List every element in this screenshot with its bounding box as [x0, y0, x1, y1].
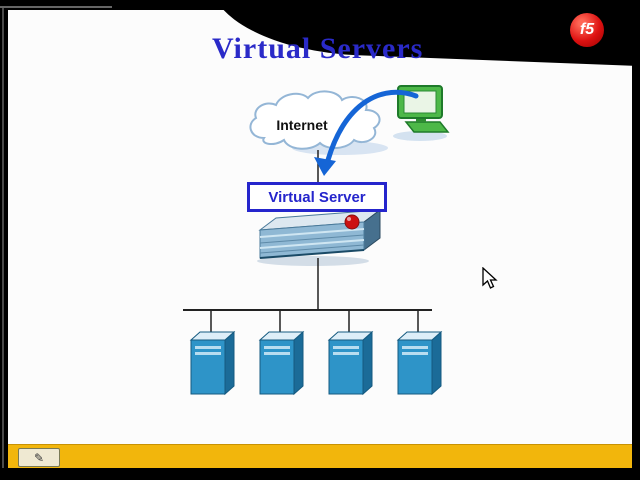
internet-cloud: [249, 90, 381, 150]
f5-logo-text: f5: [579, 21, 595, 38]
server-tower: [189, 330, 236, 396]
computer-shadow: [393, 131, 447, 141]
frame-edge-left: [2, 8, 4, 468]
f5-logo: f5: [570, 13, 604, 47]
internet-label: Internet: [276, 117, 328, 133]
f5-ball-icon: [344, 214, 360, 230]
pen-icon: ✎: [33, 450, 45, 465]
virtual-server-box: Virtual Server: [247, 182, 387, 212]
frame-edge-top: [0, 6, 112, 8]
connection-arrow-icon: [314, 89, 419, 176]
server-tower: [396, 330, 443, 396]
server-tower: [258, 330, 305, 396]
mouse-cursor-icon: [482, 267, 498, 289]
network-diagram: [183, 85, 450, 396]
virtual-server-label: Virtual Server: [268, 188, 366, 206]
pen-tool-button[interactable]: ✎: [18, 448, 60, 467]
slide: Virtual Servers f5: [8, 10, 632, 444]
bottom-bar: ✎: [8, 444, 632, 468]
slide-title: Virtual Servers: [212, 32, 424, 65]
server-tower: [327, 330, 374, 396]
bigip-appliance: [257, 209, 382, 266]
